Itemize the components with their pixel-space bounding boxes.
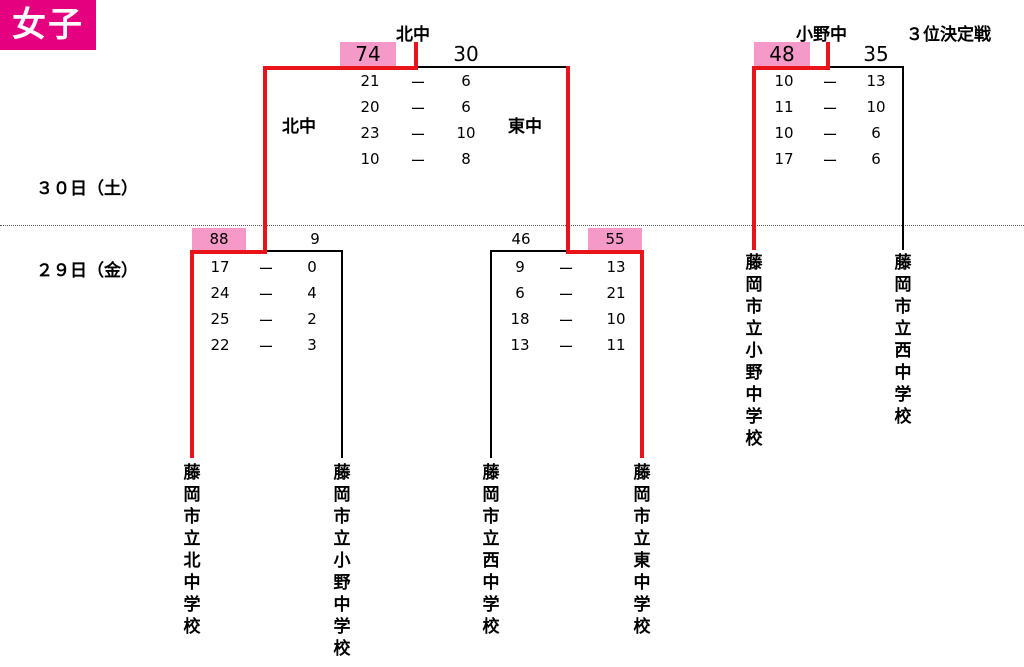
third-right-drop	[902, 66, 904, 250]
team-ono-third: 藤岡市立小野中学校	[745, 253, 763, 449]
semi-left-loser-arm	[267, 250, 343, 252]
final-right-arm	[418, 66, 568, 68]
team-kita: 藤岡市立北中学校	[183, 463, 201, 637]
final-winner-label: 北中	[396, 25, 430, 45]
team-higashi: 藤岡市立東中学校	[633, 463, 651, 637]
semi-right-winner-drop	[640, 250, 644, 458]
day-divider	[0, 225, 1024, 226]
final-winner-stem	[414, 42, 418, 70]
semi-right-winner-arm	[566, 250, 644, 254]
third-left-arm	[752, 66, 830, 70]
semi-left-winner-drop	[190, 250, 194, 458]
third-left-drop	[752, 66, 756, 250]
final-score-winner: 74	[340, 42, 396, 66]
semi-right-score-loser: 46	[511, 230, 531, 248]
final-left-team: 北中	[282, 117, 316, 137]
semi-left-loser-drop	[341, 250, 343, 458]
final-left-drop	[263, 66, 267, 253]
third-score-loser: 35	[863, 42, 889, 66]
title-badge: 女子	[0, 0, 96, 50]
final-right-drop	[566, 66, 570, 253]
team-nishi-third: 藤岡市立西中学校	[894, 253, 912, 427]
semi-right-loser-drop	[490, 250, 492, 458]
day-label-30: ３０日（土）	[36, 179, 138, 199]
team-ono-bottom: 藤岡市立小野中学校	[333, 463, 351, 659]
final-score-loser: 30	[453, 42, 479, 66]
third-winner-label: 小野中	[796, 25, 847, 45]
semi-left-score-loser: 9	[310, 230, 320, 248]
semi-left-winner-arm	[190, 250, 267, 254]
semi-right-score-winner: 55	[588, 228, 642, 250]
third-winner-stem	[826, 42, 830, 70]
third-score-winner: 48	[754, 42, 810, 66]
semi-right-loser-arm	[490, 250, 568, 252]
final-left-arm	[263, 66, 418, 70]
third-place-title: ３位決定戦	[906, 25, 991, 45]
third-right-arm	[830, 66, 904, 68]
team-nishi-bottom: 藤岡市立西中学校	[482, 463, 500, 637]
day-label-29: ２９日（金）	[36, 261, 138, 281]
semi-left-score-winner: 88	[192, 228, 246, 250]
final-right-team: 東中	[508, 117, 542, 137]
